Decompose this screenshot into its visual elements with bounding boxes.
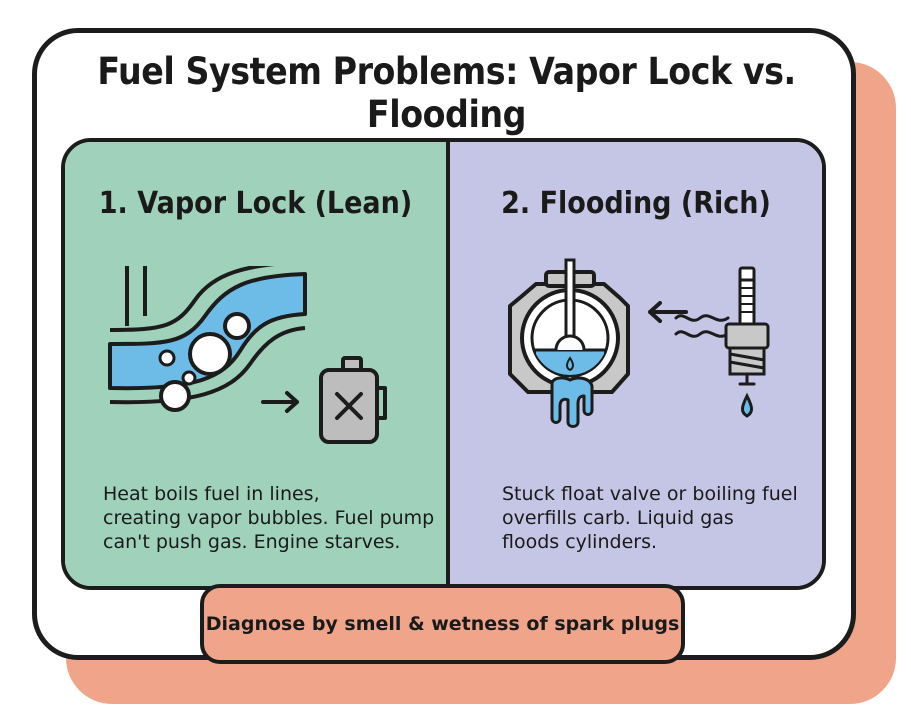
vapor-lock-line: Heat boils fuel in lines, xyxy=(103,483,320,505)
vapor-lock-line: can't push gas. Engine starves. xyxy=(103,531,401,553)
carburetor-overflow-icon xyxy=(508,258,630,428)
flooding-line: floods cylinders. xyxy=(502,531,658,553)
wet-spark-plug-icon xyxy=(724,266,770,418)
vapor-lock-heading: 1. Vapor Lock (Lean) xyxy=(98,186,413,221)
empty-fuel-can-icon xyxy=(319,356,387,444)
flooding-line: overfills carb. Liquid gas xyxy=(502,507,734,529)
vapor-lock-description: Heat boils fuel in lines, creating vapor… xyxy=(103,482,434,554)
page-title: Fuel System Problems: Vapor Lock vs. Flo… xyxy=(97,50,796,136)
diagnosis-banner: Diagnose by smell & wetness of spark plu… xyxy=(200,584,685,664)
arrow-left-icon xyxy=(648,301,688,323)
fuel-line-bubbles-icon xyxy=(108,266,307,412)
flooding-heading: 2. Flooding (Rich) xyxy=(501,186,771,221)
diagnosis-text: Diagnose by smell & wetness of spark plu… xyxy=(205,613,680,635)
flooding-line: Stuck float valve or boiling fuel xyxy=(502,483,798,505)
arrow-right-icon xyxy=(261,391,299,413)
flooding-description: Stuck float valve or boiling fuel overfi… xyxy=(502,482,798,554)
vapor-lock-panel: 1. Vapor Lock (Lean) Heat boils fuel in … xyxy=(65,142,450,586)
flooding-panel: 2. Flooding (Rich) xyxy=(450,142,822,586)
fuel-smell-icon xyxy=(674,314,730,338)
vapor-lock-line: creating vapor bubbles. Fuel pump xyxy=(103,507,435,529)
comparison-panels: 1. Vapor Lock (Lean) Heat boils fuel in … xyxy=(61,138,826,590)
